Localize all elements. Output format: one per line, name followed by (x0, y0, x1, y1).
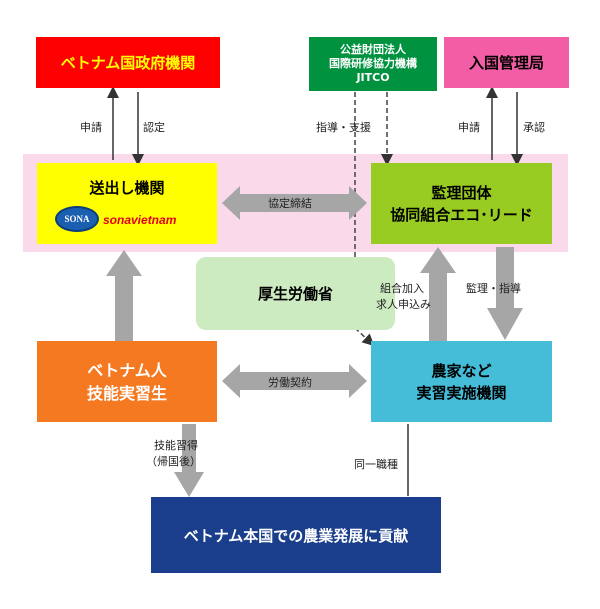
immigration-box: 入国管理局 (444, 37, 569, 88)
jitco-box: 公益財団法人 国際研修協力機構 JITCO (309, 37, 437, 91)
trainee-line-2: 技能実習生 (86, 383, 167, 403)
sending-organization-box: 送出し機関 SONA sonavietnam (37, 163, 217, 244)
trainee-to-sending-arrow (106, 250, 142, 343)
jitco-to-farm-dashed-tip (354, 327, 375, 347)
supervising-organization-box: 監理団体 協同組合エコ･リード (371, 163, 552, 244)
supervising-line-2: 協同組合エコ･リード (390, 205, 533, 224)
jitco-line-3: JITCO (356, 71, 390, 84)
trainee-line-1: ベトナム人 (87, 360, 167, 380)
supervising-to-farm-arrow (487, 247, 523, 340)
guidance-support-label: 指導・支援 (316, 121, 371, 134)
vietnam-government-box: ベトナム国政府機関 (36, 37, 220, 88)
same-job-label: 同一職種 (354, 458, 398, 471)
mhlw-label: 厚生労働省 (257, 285, 333, 303)
farm-line-2: 実習実施機関 (416, 383, 507, 402)
farm-line-1: 農家など (431, 361, 492, 380)
jitco-line-1: 公益財団法人 (340, 43, 406, 56)
skill-label-line-1: 技能習得 (154, 439, 198, 452)
sonavietnam-brand: sonavietnam (103, 213, 177, 227)
farm-to-supervising-arrow (420, 247, 456, 343)
vietnam-government-label: ベトナム国政府機関 (60, 54, 196, 72)
certify-label: 認定 (143, 121, 165, 134)
immigration-label: 入国管理局 (468, 54, 544, 72)
approve-label: 承認 (523, 121, 545, 134)
trainee-to-contribution-arrow (174, 424, 204, 497)
contribution-label: ベトナム本国での農業発展に貢献 (183, 526, 409, 545)
apply-label-left: 申請 (80, 121, 102, 134)
trainee-box: ベトナム人 技能実習生 (37, 341, 217, 422)
jitco-line-2: 国際研修協力機構 (329, 57, 417, 70)
sona-logo: SONA (55, 206, 99, 232)
supervise-label: 監理・指導 (466, 282, 521, 295)
skill-label-line-2: （帰国後） (146, 455, 201, 468)
agreement-label: 協定締結 (268, 197, 312, 210)
supervising-line-1: 監理団体 (431, 183, 492, 202)
employment-double-arrow (222, 364, 367, 398)
sending-organization-label: 送出し機関 (89, 179, 165, 197)
join-label-line-1: 組合加入 (380, 282, 424, 295)
contribution-box: ベトナム本国での農業発展に貢献 (151, 497, 441, 573)
sona-logo-text: SONA (64, 214, 90, 224)
apply-label-right: 申請 (458, 121, 480, 134)
mhlw-box: 厚生労働省 (196, 257, 395, 330)
employment-label: 労働契約 (268, 376, 312, 389)
farm-box: 農家など 実習実施機関 (371, 341, 552, 422)
agreement-double-arrow (222, 186, 367, 220)
join-label-line-2: 求人申込み (376, 298, 431, 311)
